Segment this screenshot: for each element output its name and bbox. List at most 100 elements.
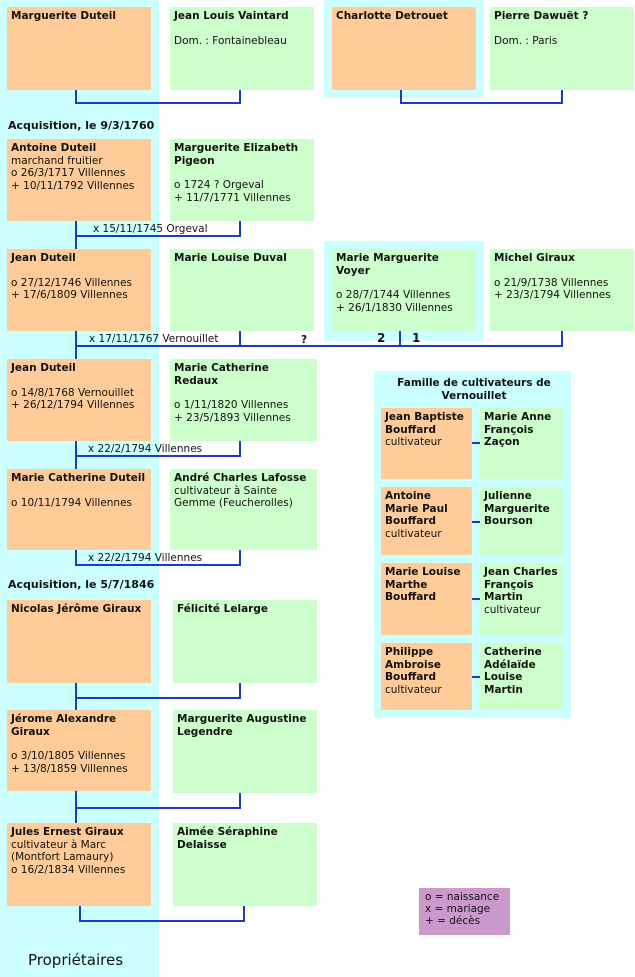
connector — [399, 345, 563, 347]
person-box: Jean Baptiste Bouffard cultivateur — [381, 408, 472, 479]
person-name: Marguerite Duteil — [11, 10, 116, 22]
connector — [75, 564, 241, 566]
person-detail: + 10/11/1792 Villennes — [11, 179, 135, 192]
person-detail: o 1/11/1820 Villennes — [174, 399, 289, 411]
person-name: Charlotte Detrouet — [336, 10, 448, 22]
person-box: Marie Catherine Redaux o 1/11/1820 Ville… — [170, 359, 317, 441]
person-box: Marie Louise Duval — [170, 249, 314, 331]
person-detail: o 3/10/1805 Villennes — [11, 750, 126, 762]
acquisition-label: Acquisition, le 9/3/1760 — [8, 119, 155, 132]
person-box: Philippe Ambroise Bouffard cultivateur — [381, 643, 472, 710]
person-box: Marie Louise Marthe Bouffard — [381, 563, 472, 635]
connector — [239, 90, 241, 104]
marriage-label: x 17/11/1767 Vernouillet — [89, 333, 219, 345]
person-name: Marie Catherine Redaux — [174, 362, 269, 387]
owners-footer-label: Propriétaires — [28, 951, 124, 969]
person-name: Jean Baptiste Bouffard — [385, 411, 464, 436]
connector — [75, 90, 77, 104]
person-detail: + 23/5/1893 Villennes — [174, 411, 291, 424]
person-name: Antoine Duteil — [11, 142, 97, 154]
person-name: Marie Anne François Zaçon — [484, 411, 552, 448]
legend-entry: x = mariage — [425, 903, 491, 915]
person-box: Jérome Alexandre Giraux o 3/10/1805 Vill… — [7, 710, 151, 791]
link-marker: ? — [301, 334, 308, 346]
person-box: Antoine Duteil marchand fruitier o 26/3/… — [7, 139, 151, 221]
person-box: Jules Ernest Giraux cultivateur à Marc (… — [7, 823, 151, 906]
person-box: Charlotte Detrouet — [332, 7, 476, 90]
connector — [472, 598, 480, 600]
person-name: Marguerite Augustine Legendre — [177, 713, 307, 738]
person-box: Nicolas Jérôme Giraux — [7, 600, 151, 683]
connector — [75, 697, 241, 699]
connector — [75, 807, 241, 809]
person-name: Jean Louis Vaintard — [174, 10, 289, 22]
connector — [239, 441, 241, 457]
connector — [472, 676, 480, 678]
person-detail: cultivateur — [385, 683, 442, 696]
connector — [400, 90, 402, 104]
connector — [400, 102, 563, 104]
person-name: Marie Louise Duval — [174, 252, 287, 264]
person-detail: marchand fruitier — [11, 154, 103, 167]
person-box: Julienne Marguerite Bourson — [480, 487, 563, 555]
person-name: Félicité Lelarge — [177, 603, 268, 615]
connector — [75, 455, 241, 457]
acquisition-label: Acquisition, le 5/7/1846 — [8, 578, 155, 591]
person-box: Aimée Séraphine Delaisse — [173, 823, 317, 906]
person-name: Jean Charles François Martin — [484, 566, 558, 603]
person-box: Antoine Marie Paul Bouffard cultivateur — [381, 487, 472, 555]
person-detail: Dom. : Fontainebleau — [174, 34, 287, 47]
connector — [75, 345, 401, 347]
person-name: Marie Marguerite Voyer — [336, 252, 439, 277]
connector — [399, 331, 401, 347]
person-name: Marie Louise Marthe Bouffard — [385, 566, 461, 603]
person-detail: cultivateur — [385, 527, 442, 540]
person-detail: o 16/2/1834 Villennes — [11, 863, 126, 876]
connector — [243, 906, 245, 922]
person-detail: o 26/3/1717 Villennes — [11, 167, 126, 179]
person-box: Jean Duteil o 27/12/1746 Villennes + 17/… — [7, 249, 151, 331]
person-box: Marie Marguerite Voyer o 28/7/1744 Ville… — [332, 249, 476, 331]
person-detail: o 1724 ? Orgeval — [174, 179, 264, 191]
person-name: Marie Catherine Duteil — [11, 472, 146, 484]
connector — [472, 442, 480, 444]
person-detail: cultivateur à Sainte Gemme (Feucherolles… — [174, 484, 293, 510]
person-name: Jean Duteil — [11, 362, 76, 374]
person-name: Jérome Alexandre Giraux — [11, 713, 117, 738]
person-name: Nicolas Jérôme Giraux — [11, 603, 142, 615]
connector — [239, 793, 241, 809]
person-detail: + 13/8/1859 Villennes — [11, 762, 128, 775]
connector — [79, 906, 81, 922]
person-box: Michel Giraux o 21/9/1738 Villennes + 23… — [490, 249, 634, 331]
connector — [561, 331, 563, 347]
person-name: Philippe Ambroise Bouffard — [385, 646, 441, 683]
person-detail: o 27/12/1746 Villennes — [11, 276, 133, 289]
marriage-label: x 22/2/1794 Villennes — [88, 552, 203, 564]
legend-entry: + = décès — [425, 915, 481, 927]
person-detail: Dom. : Paris — [494, 34, 558, 47]
person-name: Michel Giraux — [494, 252, 575, 264]
marriage-label: x 15/11/1745 Orgeval — [93, 223, 208, 235]
person-name: Catherine Adélaïde Louise Martin — [484, 646, 542, 696]
connector — [79, 920, 245, 922]
link-marker: 2 — [377, 331, 386, 345]
connector — [75, 102, 241, 104]
connector — [561, 90, 563, 104]
person-detail: o 21/9/1738 Villennes — [494, 276, 609, 289]
person-detail: + 11/7/1771 Villennes — [174, 191, 291, 204]
person-detail: + 17/6/1809 Villennes — [11, 289, 128, 301]
person-detail: o 28/7/1744 Villennes — [336, 289, 451, 301]
person-box: Marguerite Duteil — [7, 7, 151, 90]
connector — [239, 331, 241, 347]
person-name: Jean Duteil — [11, 252, 76, 264]
connector — [75, 550, 77, 566]
person-box: André Charles Lafosse cultivateur à Sain… — [170, 469, 317, 550]
person-box: Marie Anne François Zaçon — [480, 408, 563, 479]
connector — [239, 550, 241, 566]
marriage-label: x 22/2/1794 Villennes — [88, 443, 203, 455]
person-name: Antoine Marie Paul Bouffard — [385, 490, 448, 527]
connector — [239, 683, 241, 699]
person-box: Catherine Adélaïde Louise Martin — [480, 643, 563, 710]
person-box: Marguerite Augustine Legendre — [173, 710, 317, 793]
